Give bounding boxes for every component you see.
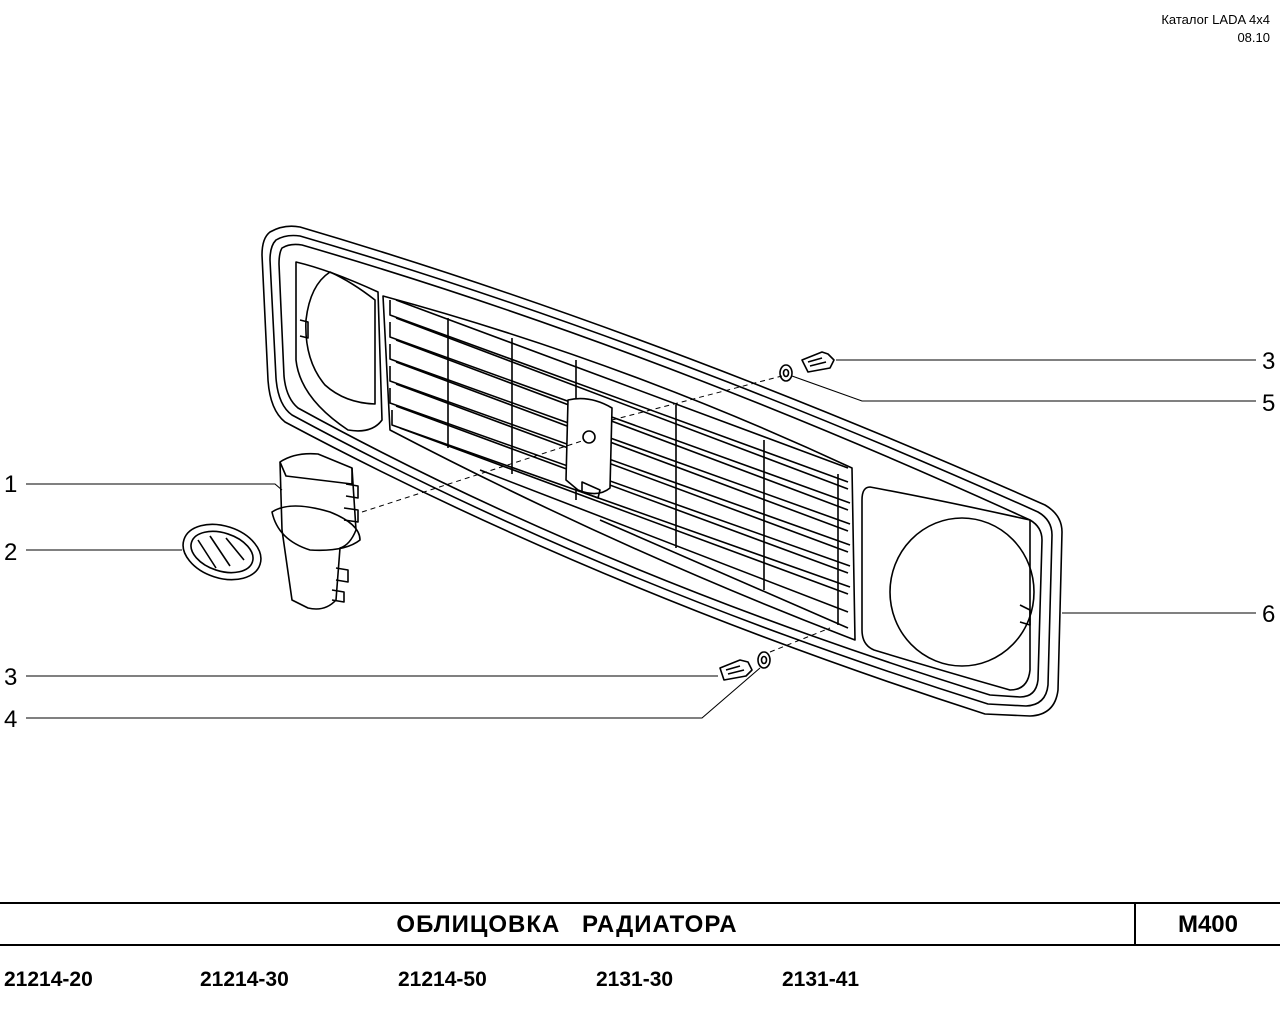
title-divider	[1134, 904, 1136, 944]
emblem-mount-plate	[565, 397, 613, 499]
model-code: 21214-30	[200, 968, 289, 991]
title-bar: ОБЛИЦОВКА РАДИАТОРА M400	[0, 902, 1280, 946]
lower-screw	[719, 659, 753, 681]
grille-frame	[261, 225, 1063, 717]
callout-4: 4	[4, 706, 17, 733]
assembly-dash-lines	[361, 375, 831, 653]
model-code: 2131-41	[782, 968, 860, 991]
section-code: M400	[1177, 911, 1239, 938]
callout-6: 6	[1262, 601, 1275, 628]
catalog-date: 08.10	[1237, 30, 1270, 45]
grille-slats	[382, 295, 856, 641]
catalog-title: Каталог LADA 4x4	[1161, 12, 1270, 27]
callout-2: 2	[4, 539, 17, 566]
left-headlamp-opening	[295, 261, 383, 432]
lower-washer	[757, 651, 771, 669]
callout-3-bottom: 3	[4, 664, 17, 691]
model-list: 21214-20 21214-30 21214-50 2131-30 2131-…	[0, 968, 1280, 998]
badge-holder-part	[271, 452, 361, 610]
model-code: 21214-20	[4, 968, 93, 991]
callout-3-top: 3	[1262, 348, 1275, 375]
emblem-part	[182, 523, 262, 581]
right-headlamp-opening	[861, 486, 1035, 691]
upper-washer	[779, 364, 793, 382]
page-title: ОБЛИЦОВКА РАДИАТОРА	[396, 911, 738, 938]
model-code: 21214-50	[398, 968, 487, 991]
model-code: 2131-30	[596, 968, 674, 991]
upper-screw	[801, 351, 835, 373]
leader-lines	[26, 359, 1256, 719]
radiator-grille-drawing: 1 2 3 4 3 5 6	[4, 225, 1275, 733]
callout-1: 1	[4, 471, 17, 498]
callout-5: 5	[1262, 390, 1275, 417]
